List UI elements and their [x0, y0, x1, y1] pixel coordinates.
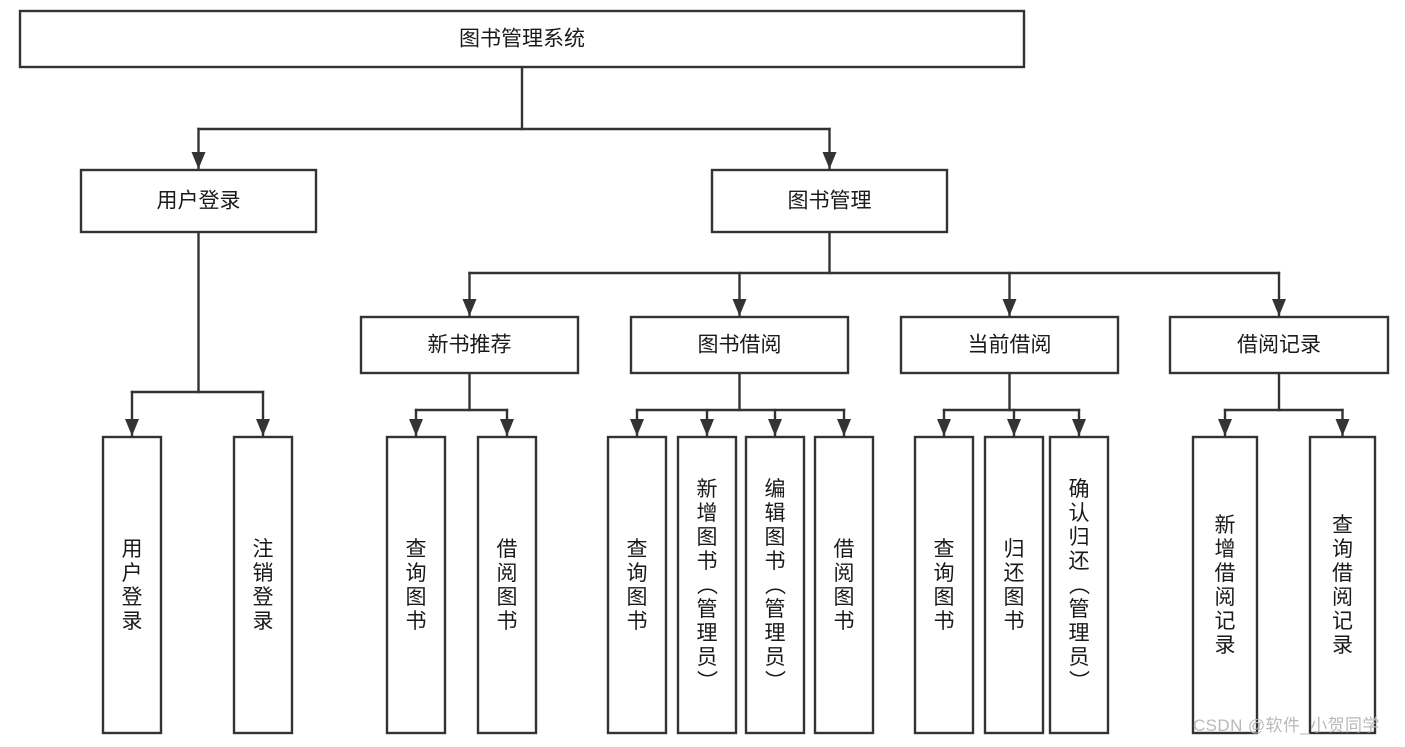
node-label-borrow-borrow-book: 借阅图书: [834, 538, 855, 633]
node-label-book-borrow: 图书借阅: [698, 334, 782, 357]
node-label-user-login: 用户登录: [157, 190, 241, 213]
node-label-borrow-record: 借阅记录: [1237, 334, 1321, 357]
arrow-head-icon: [837, 419, 851, 436]
node-box-current-confirm-return: [1048, 435, 1110, 735]
node-label-current-borrow: 当前借阅: [968, 334, 1052, 357]
node-borrow-record[interactable]: 借阅记录: [1168, 315, 1390, 375]
node-box-borrow-query-book: [606, 435, 668, 735]
arrow-head-icon: [1272, 299, 1286, 316]
node-label-current-return-book: 归还图书: [1004, 538, 1025, 633]
node-box-recommend-borrow-book: [476, 435, 538, 735]
arrow-head-icon: [500, 419, 514, 436]
arrow-head-icon: [822, 152, 837, 169]
node-box-book-borrow: [629, 315, 850, 375]
arrow-head-icon: [768, 419, 782, 436]
node-record-query[interactable]: 查询借阅记录: [1308, 435, 1377, 735]
node-label-recommend-borrow-book: 借阅图书: [497, 538, 518, 633]
node-box-root: [18, 9, 1026, 69]
node-box-recommend-query-book: [385, 435, 447, 735]
node-box-logout-leaf: [232, 435, 294, 735]
node-user-login[interactable]: 用户登录: [79, 168, 318, 234]
node-label-borrow-edit-book: 编辑图书（管理员）: [765, 478, 787, 693]
node-box-record-add: [1191, 435, 1259, 735]
arrow-head-icon: [409, 419, 423, 436]
node-box-borrow-add-book: [676, 435, 738, 735]
node-recommend-borrow-book[interactable]: 借阅图书: [476, 435, 538, 735]
node-label-borrow-add-book: 新增图书（管理员）: [697, 478, 719, 693]
node-box-borrow-record: [1168, 315, 1390, 375]
arrow-head-icon: [630, 419, 644, 436]
arrow-head-icon: [462, 299, 477, 316]
connector-lines: [125, 65, 1350, 438]
node-box-borrow-borrow-book: [813, 435, 875, 735]
node-label-current-confirm-return: 确认归还（管理员）: [1069, 478, 1091, 693]
node-current-return-book[interactable]: 归还图书: [983, 435, 1045, 735]
node-current-confirm-return[interactable]: 确认归还（管理员）: [1048, 435, 1110, 735]
arrow-head-icon: [191, 152, 206, 169]
node-borrow-borrow-book[interactable]: 借阅图书: [813, 435, 875, 735]
node-root[interactable]: 图书管理系统: [18, 9, 1026, 69]
node-label-recommend-query-book: 查询图书: [406, 538, 427, 633]
arrow-head-icon: [732, 299, 747, 316]
node-box-current-borrow: [899, 315, 1120, 375]
node-borrow-query-book[interactable]: 查询图书: [606, 435, 668, 735]
node-book-borrow[interactable]: 图书借阅: [629, 315, 850, 375]
node-label-root: 图书管理系统: [459, 28, 585, 51]
node-label-user-login-leaf: 用户登录: [122, 538, 143, 633]
node-label-record-add: 新增借阅记录: [1215, 514, 1236, 657]
arrow-head-icon: [1335, 419, 1350, 436]
node-new-book-recommend[interactable]: 新书推荐: [359, 315, 580, 375]
node-record-add[interactable]: 新增借阅记录: [1191, 435, 1259, 735]
node-borrow-add-book[interactable]: 新增图书（管理员）: [676, 435, 738, 735]
node-user-login-leaf[interactable]: 用户登录: [101, 435, 163, 735]
arrow-head-icon: [1218, 419, 1232, 436]
arrow-head-icon: [125, 419, 139, 436]
node-label-borrow-query-book: 查询图书: [627, 538, 648, 633]
node-logout-leaf[interactable]: 注销登录: [232, 435, 294, 735]
node-box-borrow-edit-book: [744, 435, 806, 735]
node-label-record-query: 查询借阅记录: [1332, 514, 1353, 657]
arrow-head-icon: [937, 419, 951, 436]
node-box-record-query: [1308, 435, 1377, 735]
diagram-nodes: 图书管理系统用户登录用户登录注销登录图书管理新书推荐查询图书借阅图书图书借阅查询…: [18, 9, 1390, 735]
node-box-current-return-book: [983, 435, 1045, 735]
node-label-new-book-recommend: 新书推荐: [428, 334, 512, 357]
arrow-head-icon: [1002, 299, 1017, 316]
node-box-current-query-book: [913, 435, 975, 735]
arrow-head-icon: [1007, 419, 1021, 436]
node-label-logout-leaf: 注销登录: [253, 538, 274, 633]
node-label-current-query-book: 查询图书: [934, 538, 955, 633]
arrow-head-icon: [256, 419, 270, 436]
arrow-head-icon: [1072, 419, 1086, 436]
node-box-book-manage: [710, 168, 949, 234]
node-recommend-query-book[interactable]: 查询图书: [385, 435, 447, 735]
node-box-user-login-leaf: [101, 435, 163, 735]
node-box-new-book-recommend: [359, 315, 580, 375]
node-label-book-manage: 图书管理: [788, 190, 872, 213]
node-current-borrow[interactable]: 当前借阅: [899, 315, 1120, 375]
node-box-user-login: [79, 168, 318, 234]
node-current-query-book[interactable]: 查询图书: [913, 435, 975, 735]
csdn-watermark: CSDN @软件_小贺同学: [1193, 716, 1380, 735]
node-book-manage[interactable]: 图书管理: [710, 168, 949, 234]
arrow-head-icon: [700, 419, 714, 436]
node-borrow-edit-book[interactable]: 编辑图书（管理员）: [744, 435, 806, 735]
